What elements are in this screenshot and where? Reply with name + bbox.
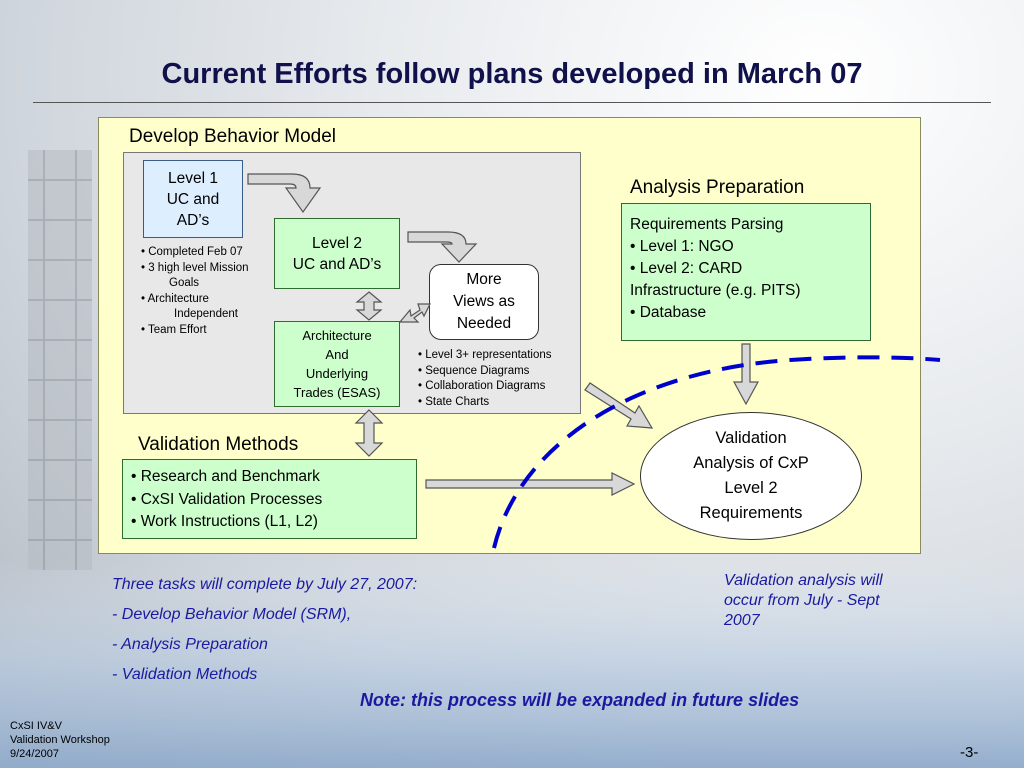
dashed-time-boundary-curve: [492, 355, 941, 549]
analysis-prep-label: Analysis Preparation: [630, 177, 805, 198]
bullet-item: • Architecture: [141, 292, 209, 305]
architecture-box: Architecture And Underlying Trades (ESAS…: [274, 321, 400, 407]
level1-bullets: • Completed Feb 07 • 3 high level Missio…: [141, 245, 276, 338]
footer-line: CxSI IV&V: [10, 720, 62, 732]
double-arrow-level2-architecture: [355, 291, 383, 321]
expansion-note: Note: this process will be expanded in f…: [360, 690, 800, 710]
bullet-item: • State Charts: [418, 395, 490, 408]
schedule-note-line: 2007: [724, 612, 760, 629]
bullet-item: • 3 high level Mission: [141, 261, 249, 274]
arrow-methods-to-validation: [425, 472, 636, 496]
double-arrow-architecture-validation: [354, 409, 384, 457]
schedule-note-line: occur from July - Sept: [724, 592, 880, 609]
tasks-note-line: Three tasks will complete by July 27, 20…: [112, 576, 418, 593]
analysis-prep-line: • Level 1: NGO: [630, 238, 734, 255]
validation-analysis-line: Analysis of CxP: [693, 454, 809, 472]
analysis-prep-line: • Level 2: CARD: [630, 260, 743, 277]
architecture-line: Architecture: [302, 328, 372, 343]
validation-methods-box: • Research and Benchmark • CxSI Validati…: [122, 459, 417, 539]
page-number: -3-: [960, 744, 979, 761]
views-bullets: • Level 3+ representations • Sequence Di…: [418, 348, 578, 410]
bullet-item: Independent: [174, 308, 238, 320]
footer-info: CxSI IV&V Validation Workshop 9/24/2007: [10, 719, 110, 761]
level2-box: Level 2 UC and AD’s: [274, 218, 400, 289]
analysis-prep-line: Requirements Parsing: [630, 216, 784, 233]
launch-tower-graphic: [28, 150, 92, 570]
level1-box: Level 1 UC and AD’s: [143, 160, 243, 238]
architecture-line: Underlying: [305, 366, 369, 381]
curved-arrow-level2-to-more-views: [407, 231, 478, 263]
schedule-note: Validation analysis will occur from July…: [724, 571, 883, 631]
footer-line: Validation Workshop: [10, 734, 110, 746]
level2-line: Level 2: [312, 234, 362, 252]
bullet-item: • Collaboration Diagrams: [418, 380, 546, 392]
analysis-prep-box: Requirements Parsing • Level 1: NGO • Le…: [621, 203, 871, 341]
level1-line: UC and: [166, 190, 220, 208]
validation-analysis-line: Requirements: [699, 504, 803, 522]
validation-methods-line: • Research and Benchmark: [131, 468, 320, 485]
double-arrow-architecture-more-views: [398, 303, 431, 323]
validation-methods-line: • Work Instructions (L1, L2): [131, 513, 318, 530]
schedule-note-line: Validation analysis will: [724, 572, 883, 589]
tasks-note-line: - Develop Behavior Model (SRM),: [112, 606, 352, 623]
validation-analysis-ellipse: Validation Analysis of CxP Level 2 Requi…: [640, 412, 862, 540]
bullet-item: • Level 3+ representations: [418, 349, 552, 361]
tasks-note: Three tasks will complete by July 27, 20…: [112, 570, 417, 690]
slide-title: Current Efforts follow plans developed i…: [161, 58, 863, 90]
arrow-behavior-to-validation: [584, 382, 654, 429]
bullet-item: • Team Effort: [141, 323, 207, 336]
arrow-analysis-to-validation: [732, 343, 760, 406]
level2-line: UC and AD’s: [292, 255, 382, 273]
level1-line: Level 1: [168, 169, 218, 187]
tasks-note-line: - Validation Methods: [112, 666, 258, 683]
more-views-line: More: [466, 271, 502, 288]
curved-arrow-level1-to-level2: [247, 173, 322, 214]
bullet-item: Goals: [169, 277, 200, 289]
architecture-line: Trades (ESAS): [293, 385, 381, 400]
more-views-line: Needed: [456, 315, 512, 332]
validation-analysis-line: Level 2: [724, 479, 778, 497]
validation-methods-line: • CxSI Validation Processes: [131, 490, 323, 508]
analysis-prep-line: • Database: [630, 304, 707, 321]
validation-methods-label: Validation Methods: [138, 434, 299, 455]
bullet-item: • Completed Feb 07: [141, 246, 243, 258]
validation-analysis-line: Validation: [715, 429, 787, 447]
footer-line: 9/24/2007: [10, 748, 59, 760]
tasks-note-line: - Analysis Preparation: [112, 636, 268, 653]
more-views-box: More Views as Needed: [429, 264, 539, 340]
more-views-line: Views as: [453, 293, 515, 310]
architecture-line: And: [325, 347, 349, 362]
bullet-item: • Sequence Diagrams: [418, 364, 530, 377]
title-divider: [33, 102, 991, 103]
behavior-model-label: Develop Behavior Model: [129, 126, 337, 147]
level1-line: AD’s: [176, 211, 210, 229]
analysis-prep-line: Infrastructure (e.g. PITS): [630, 282, 801, 299]
